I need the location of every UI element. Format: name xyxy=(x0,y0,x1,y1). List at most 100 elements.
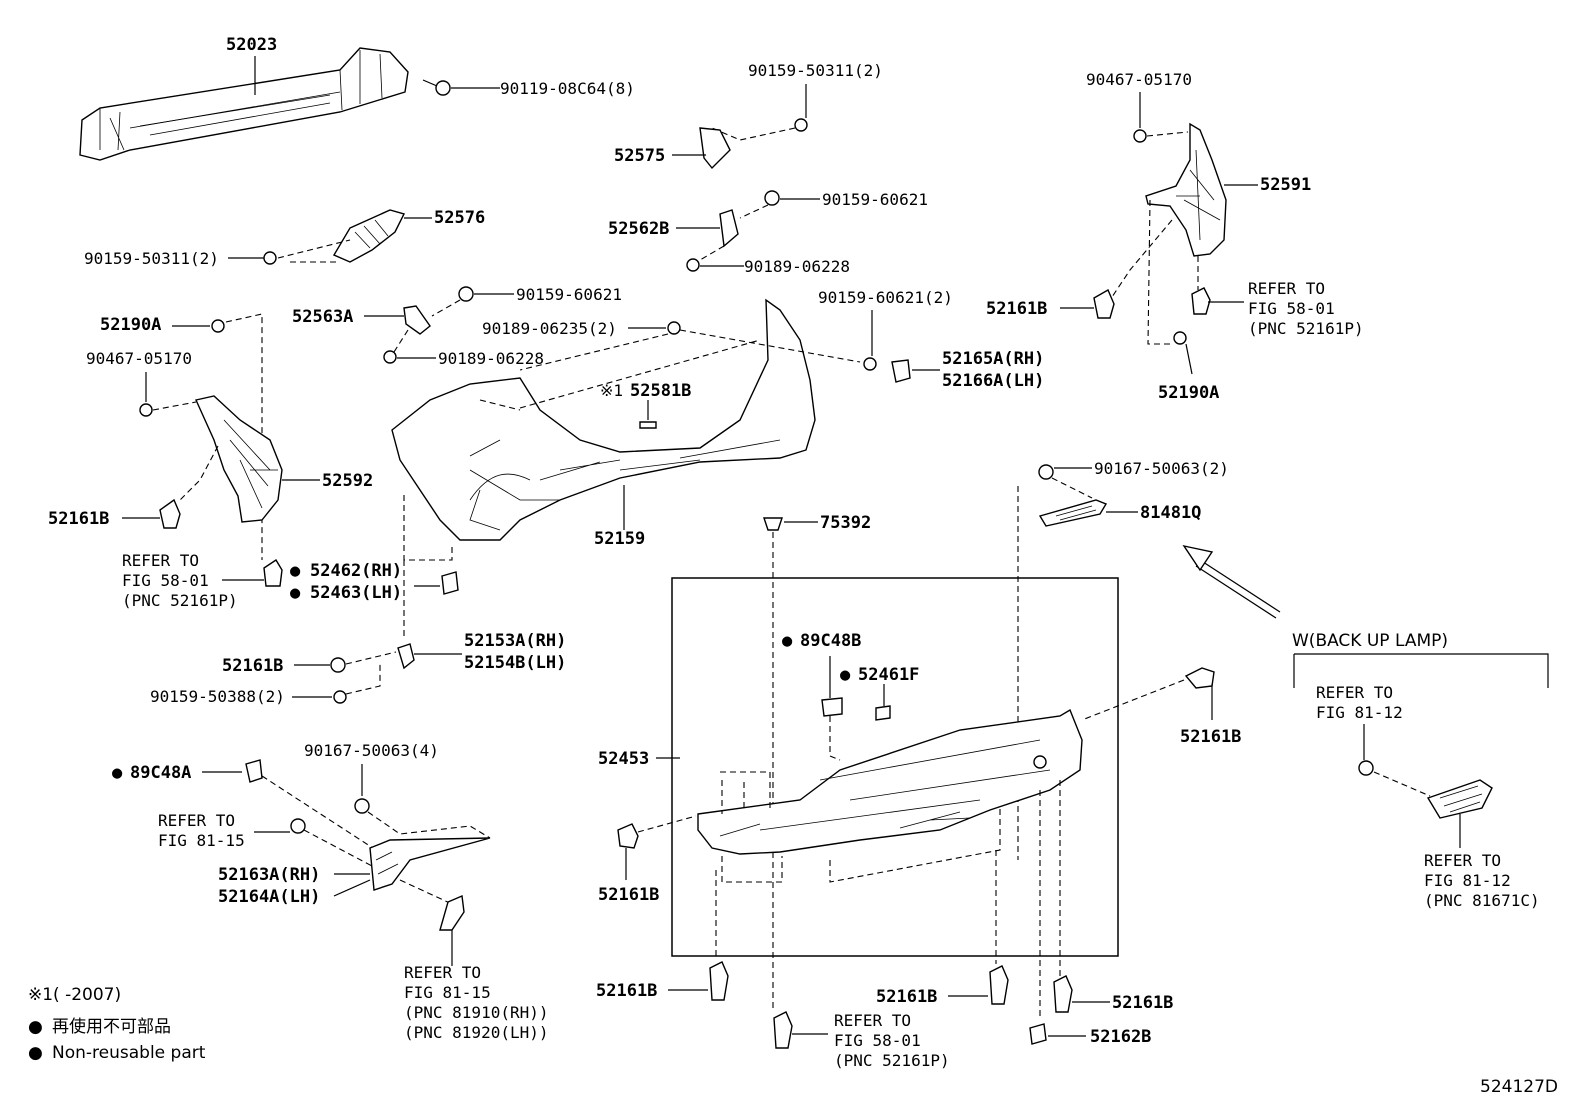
clip-icon xyxy=(773,1011,793,1049)
cap-52462 xyxy=(441,571,459,595)
label-52190a-left: 52190A xyxy=(100,315,161,335)
ref-line: REFER TO xyxy=(834,1011,911,1030)
label-52161b-box-left: 52161B xyxy=(598,885,659,905)
backup-lamp-title: W(BACK UP LAMP) xyxy=(1292,631,1448,651)
ref-line: REFER TO xyxy=(1424,851,1501,870)
bolt-icon xyxy=(139,403,153,417)
label-52154b: 52154B(LH) xyxy=(464,653,566,673)
bracket-52153a xyxy=(397,643,415,670)
ref-line: (PNC 52161P) xyxy=(1248,319,1364,338)
reflector-81481q xyxy=(1038,499,1108,527)
direction-arrow xyxy=(1182,544,1214,572)
backup-lamp-81671c xyxy=(1426,779,1493,819)
clip-icon xyxy=(1173,331,1187,345)
legend-bullet-en: ● xyxy=(28,1043,43,1063)
bolt-icon xyxy=(863,357,877,371)
ref-line: (PNC 52161P) xyxy=(122,591,238,610)
refer-to-81-12-b: REFER TO FIG 81-12 (PNC 81671C) xyxy=(1424,851,1540,910)
label-52581b: 52581B xyxy=(630,381,691,401)
label-90159-50388: 90159-50388(2) xyxy=(150,687,285,706)
bracket-52563a xyxy=(403,305,431,335)
bolt-icon xyxy=(764,190,780,206)
label-52581b-mark: ※1 xyxy=(600,381,623,400)
bracket-52575 xyxy=(699,127,731,170)
clip-icon xyxy=(1053,975,1073,1013)
reflector-81910 xyxy=(439,894,465,931)
retainer-52576 xyxy=(332,209,406,263)
label-52562b: 52562B xyxy=(608,219,669,239)
nut-icon xyxy=(1038,464,1054,480)
clip-icon xyxy=(667,321,681,335)
label-52161b-mid: 52161B xyxy=(222,656,283,676)
ref-line: REFER TO xyxy=(1248,279,1325,298)
clip-52161b-left xyxy=(159,498,181,529)
non-reusable-mark: ● xyxy=(782,631,793,651)
label-52591: 52591 xyxy=(1260,175,1311,195)
bolt-icon xyxy=(458,286,474,302)
bolt-icon xyxy=(263,251,277,265)
label-90159-60621-a: 90159-60621 xyxy=(822,190,928,209)
bolt-icon xyxy=(333,690,347,704)
label-52164a: 52164A(LH) xyxy=(218,887,320,907)
refer-to-81-15-a: REFER TO FIG 81-15 xyxy=(158,811,245,850)
cap-52461f xyxy=(875,705,891,721)
bolt-icon xyxy=(422,79,451,96)
label-52161b-box-right: 52161B xyxy=(1180,727,1241,747)
label-81481q: 81481Q xyxy=(1140,503,1201,523)
label-89c48b: 89C48B xyxy=(800,631,861,651)
clip-icon xyxy=(1184,667,1215,689)
ref-line: FIG 81-15 xyxy=(404,983,491,1002)
ref-line: REFER TO xyxy=(404,963,481,982)
bumper-cover-52159 xyxy=(391,298,816,541)
clip-icon xyxy=(263,559,283,587)
label-90189-06228-b: 90189-06228 xyxy=(438,349,544,368)
label-90159-60621-b: 90159-60621 xyxy=(516,285,622,304)
label-52592: 52592 xyxy=(322,471,373,491)
legend-en-text: Non-reusable part xyxy=(52,1043,206,1063)
clip-icon xyxy=(686,258,700,272)
grommet-icon xyxy=(290,818,306,834)
lower-bumper-52453 xyxy=(697,708,1083,855)
label-52461f: 52461F xyxy=(858,665,919,685)
label-52462: 52462(RH) xyxy=(310,561,402,581)
label-52163a: 52163A(RH) xyxy=(218,865,320,885)
ref-line: REFER TO xyxy=(1316,683,1393,702)
label-90467-05170-right: 90467-05170 xyxy=(1086,70,1192,89)
label-75392: 75392 xyxy=(820,513,871,533)
label-52161b-bottom-3: 52161B xyxy=(1112,993,1173,1013)
retainer-52591 xyxy=(1145,122,1227,257)
clip-75392 xyxy=(763,517,783,531)
cap-89c48b xyxy=(821,697,843,717)
clip-icon xyxy=(1191,287,1211,315)
clip-52161b-right xyxy=(1093,289,1115,319)
label-52575: 52575 xyxy=(614,146,665,166)
label-52576: 52576 xyxy=(434,208,485,228)
bolt-icon xyxy=(794,118,808,132)
label-90167-50063-2: 90167-50063(2) xyxy=(1094,459,1229,478)
ref-line: (PNC 81910(RH)) xyxy=(404,1003,549,1022)
ref-line: (PNC 81920(LH)) xyxy=(404,1023,549,1042)
label-52166a: 52166A(LH) xyxy=(942,371,1044,391)
non-reusable-mark: ● xyxy=(290,561,301,581)
refer-to-81-12-a: REFER TO FIG 81-12 xyxy=(1316,683,1403,722)
label-52023: 52023 xyxy=(226,35,277,55)
ref-line: FIG 58-01 xyxy=(834,1031,921,1050)
refer-to-81-15-b: REFER TO FIG 81-15 (PNC 81910(RH)) (PNC … xyxy=(404,963,549,1042)
label-90159-60621-2: 90159-60621(2) xyxy=(818,288,953,307)
label-52463: 52463(LH) xyxy=(310,583,402,603)
ref-line: FIG 81-12 xyxy=(1424,871,1511,890)
ref-line: REFER TO xyxy=(122,551,199,570)
non-reusable-mark: ● xyxy=(840,665,851,685)
label-52161b-left: 52161B xyxy=(48,509,109,529)
ref-line: FIG 58-01 xyxy=(122,571,209,590)
clip-icon xyxy=(989,965,1009,1005)
lower-bumper-frame xyxy=(671,577,1119,957)
label-90159-50311-top: 90159-50311(2) xyxy=(748,61,883,80)
cap-52162b xyxy=(1029,1023,1047,1045)
clip-icon xyxy=(383,350,397,364)
ref-line: (PNC 52161P) xyxy=(834,1051,950,1070)
label-52159: 52159 xyxy=(594,529,645,549)
label-52161b-right-top: 52161B xyxy=(986,299,1047,319)
